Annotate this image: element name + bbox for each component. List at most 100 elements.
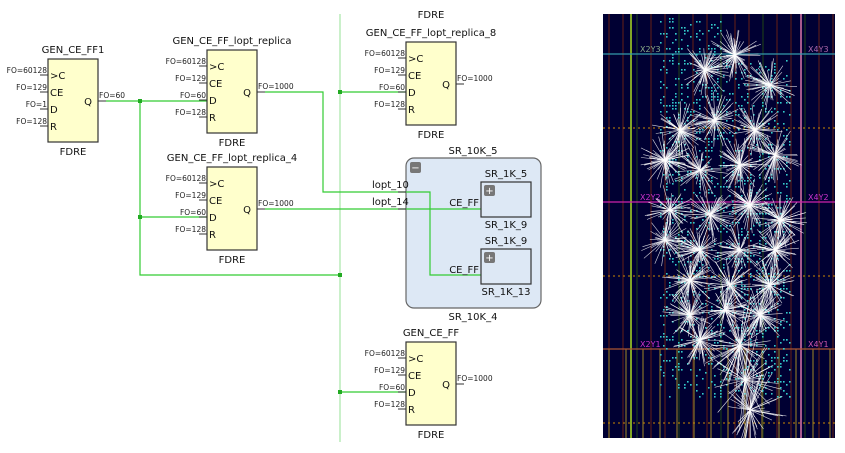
cell-rep4[interactable]: GEN_CE_FF_lopt_replica_4FDRE>CFO=60128CE… [166, 153, 298, 266]
expand-icon: + [485, 186, 493, 197]
routed-nets [640, 29, 807, 453]
sub-block[interactable]: SR_1K_5SR_1K_9 + CE_FF [449, 169, 532, 231]
pin-label: CE [209, 79, 222, 90]
cell-body[interactable] [405, 41, 457, 126]
fanout-label: FO=60 [180, 208, 206, 217]
sub-pin-label: CE_FF [449, 265, 479, 276]
hier-name: SR_10K_5 [449, 146, 498, 157]
fanout-label: FO=128 [374, 400, 405, 409]
expand-button[interactable] [484, 252, 495, 263]
net-wire[interactable] [139, 101, 340, 276]
clipped-cell-type-label: FDRE [418, 10, 445, 21]
fanout-label: FO=128 [16, 117, 47, 126]
cell-type: FDRE [418, 430, 445, 441]
pin-label: R [209, 113, 216, 124]
expand-icon: + [485, 253, 493, 264]
fanout-label: FO=1000 [457, 74, 493, 83]
expand-button[interactable] [484, 185, 495, 196]
device-background [603, 14, 835, 438]
cell-type: FDRE [219, 138, 246, 149]
cell-body[interactable] [405, 341, 457, 426]
sub-block-instance: SR_1K_9 [485, 220, 528, 231]
hier-instance-name: SR_10K_4 [449, 312, 498, 323]
cell-type: FDRE [418, 130, 445, 141]
cell-body[interactable] [206, 49, 258, 134]
pin-label: >C [408, 354, 423, 365]
cell-type: FDRE [219, 255, 246, 266]
cell-ff[interactable]: GEN_CE_FFFDRE>CFO=60128CEFO=129DFO=60RFO… [365, 328, 493, 441]
fanout-label: FO=129 [175, 74, 206, 83]
pin-label: R [408, 405, 415, 416]
pin-q-label: Q [84, 97, 92, 108]
collapse-icon: − [411, 163, 419, 174]
cell-ff1[interactable]: GEN_CE_FF1FDRE>CFO=60128CEFO=129DFO=1RFO… [7, 45, 126, 158]
port-label: lopt_14 [372, 197, 409, 208]
net-wire[interactable] [406, 191, 481, 276]
pin-q-label: Q [442, 80, 450, 91]
cell-type: FDRE [60, 147, 87, 158]
placed-cells [660, 18, 791, 398]
net-junction [338, 273, 342, 277]
fanout-label: FO=128 [175, 225, 206, 234]
pin-q-label: Q [243, 88, 251, 99]
pin-q-label: Q [243, 205, 251, 216]
fanout-label: FO=60 [379, 83, 405, 92]
net-junction [338, 90, 342, 94]
fanout-label: FO=60128 [166, 57, 207, 66]
fanout-label: FO=1000 [258, 82, 294, 91]
pin-label: >C [408, 54, 423, 65]
collapse-button[interactable] [410, 162, 421, 173]
cell-name: GEN_CE_FF_lopt_replica_8 [366, 28, 496, 39]
cell-body[interactable] [206, 166, 258, 251]
pin-label: CE [408, 371, 421, 382]
fanout-label: FO=60 [99, 91, 125, 100]
cell-name: GEN_CE_FF1 [42, 45, 105, 56]
net-junction [338, 390, 342, 394]
clock-region-label: X4Y3 [808, 45, 829, 54]
clock-region-label: X4Y2 [808, 193, 829, 202]
pin-label: D [209, 96, 217, 107]
net-junction [138, 215, 142, 219]
port-label: lopt_10 [372, 180, 409, 191]
pin-label: CE [408, 71, 421, 82]
net-junction [138, 99, 142, 103]
cell-body[interactable] [47, 58, 99, 143]
pin-label: CE [50, 88, 63, 99]
schematic-view[interactable]: FDREGEN_CE_FF1FDRE>CFO=60128CEFO=129DFO=… [0, 0, 600, 453]
fanout-label: FO=129 [374, 366, 405, 375]
sub-pin-label: CE_FF [449, 198, 479, 209]
sub-block-name: SR_1K_9 [485, 236, 528, 247]
fanout-label: FO=60 [180, 91, 206, 100]
fanout-label: FO=1000 [258, 199, 294, 208]
pin-label: D [408, 388, 416, 399]
fanout-label: FO=129 [374, 66, 405, 75]
pin-label: R [408, 105, 415, 116]
pin-label: >C [50, 71, 65, 82]
cell-rep[interactable]: GEN_CE_FF_lopt_replicaFDRE>CFO=60128CEFO… [166, 36, 294, 149]
clock-region-label: X4Y1 [808, 340, 829, 349]
sub-block-name: SR_1K_5 [485, 169, 528, 180]
fanout-label: FO=60128 [365, 349, 406, 358]
fanout-label: FO=60 [379, 383, 405, 392]
pin-label: >C [209, 179, 224, 190]
cell-name: GEN_CE_FF_lopt_replica [172, 36, 291, 47]
pin-label: D [50, 105, 58, 116]
fanout-label: FO=129 [175, 191, 206, 200]
clock-region-label: X2Y2 [640, 193, 661, 202]
cell-name: GEN_CE_FF_lopt_replica_4 [167, 153, 297, 164]
pin-q-label: Q [442, 380, 450, 391]
pin-label: >C [209, 62, 224, 73]
fanout-label: FO=129 [16, 83, 47, 92]
fanout-label: FO=1000 [457, 374, 493, 383]
fanout-label: FO=1 [26, 100, 48, 109]
clock-region-label: X2Y3 [640, 45, 661, 54]
sub-block[interactable]: SR_1K_9SR_1K_13+CE_FF [449, 236, 532, 298]
pin-label: R [209, 230, 216, 241]
fanout-label: FO=128 [175, 108, 206, 117]
fanout-label: FO=60128 [7, 66, 48, 75]
fanout-label: FO=128 [374, 100, 405, 109]
fanout-label: FO=60128 [166, 174, 207, 183]
cell-name: GEN_CE_FF [403, 328, 460, 339]
fanout-label: FO=60128 [365, 49, 406, 58]
